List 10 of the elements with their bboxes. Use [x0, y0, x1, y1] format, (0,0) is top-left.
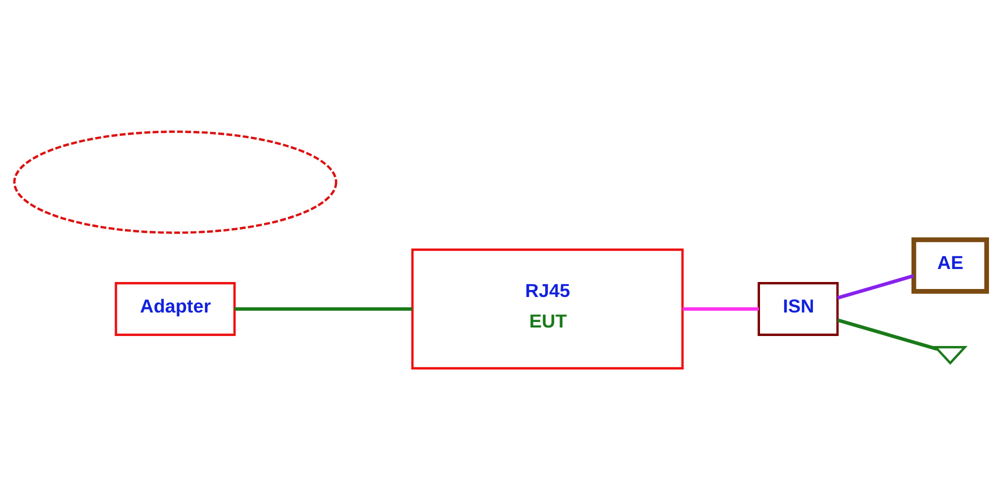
- node-ground: [932, 346, 968, 365]
- node-box: ISN: [757, 282, 838, 336]
- connector: [836, 274, 914, 300]
- node-box: RJ45 EUT: [410, 248, 684, 370]
- node-ellipse: [12, 130, 337, 234]
- connector: [234, 307, 412, 311]
- node-box: Adapter: [114, 282, 236, 336]
- connector: [682, 307, 758, 311]
- connector: [836, 318, 938, 351]
- node-box: AE: [910, 237, 988, 294]
